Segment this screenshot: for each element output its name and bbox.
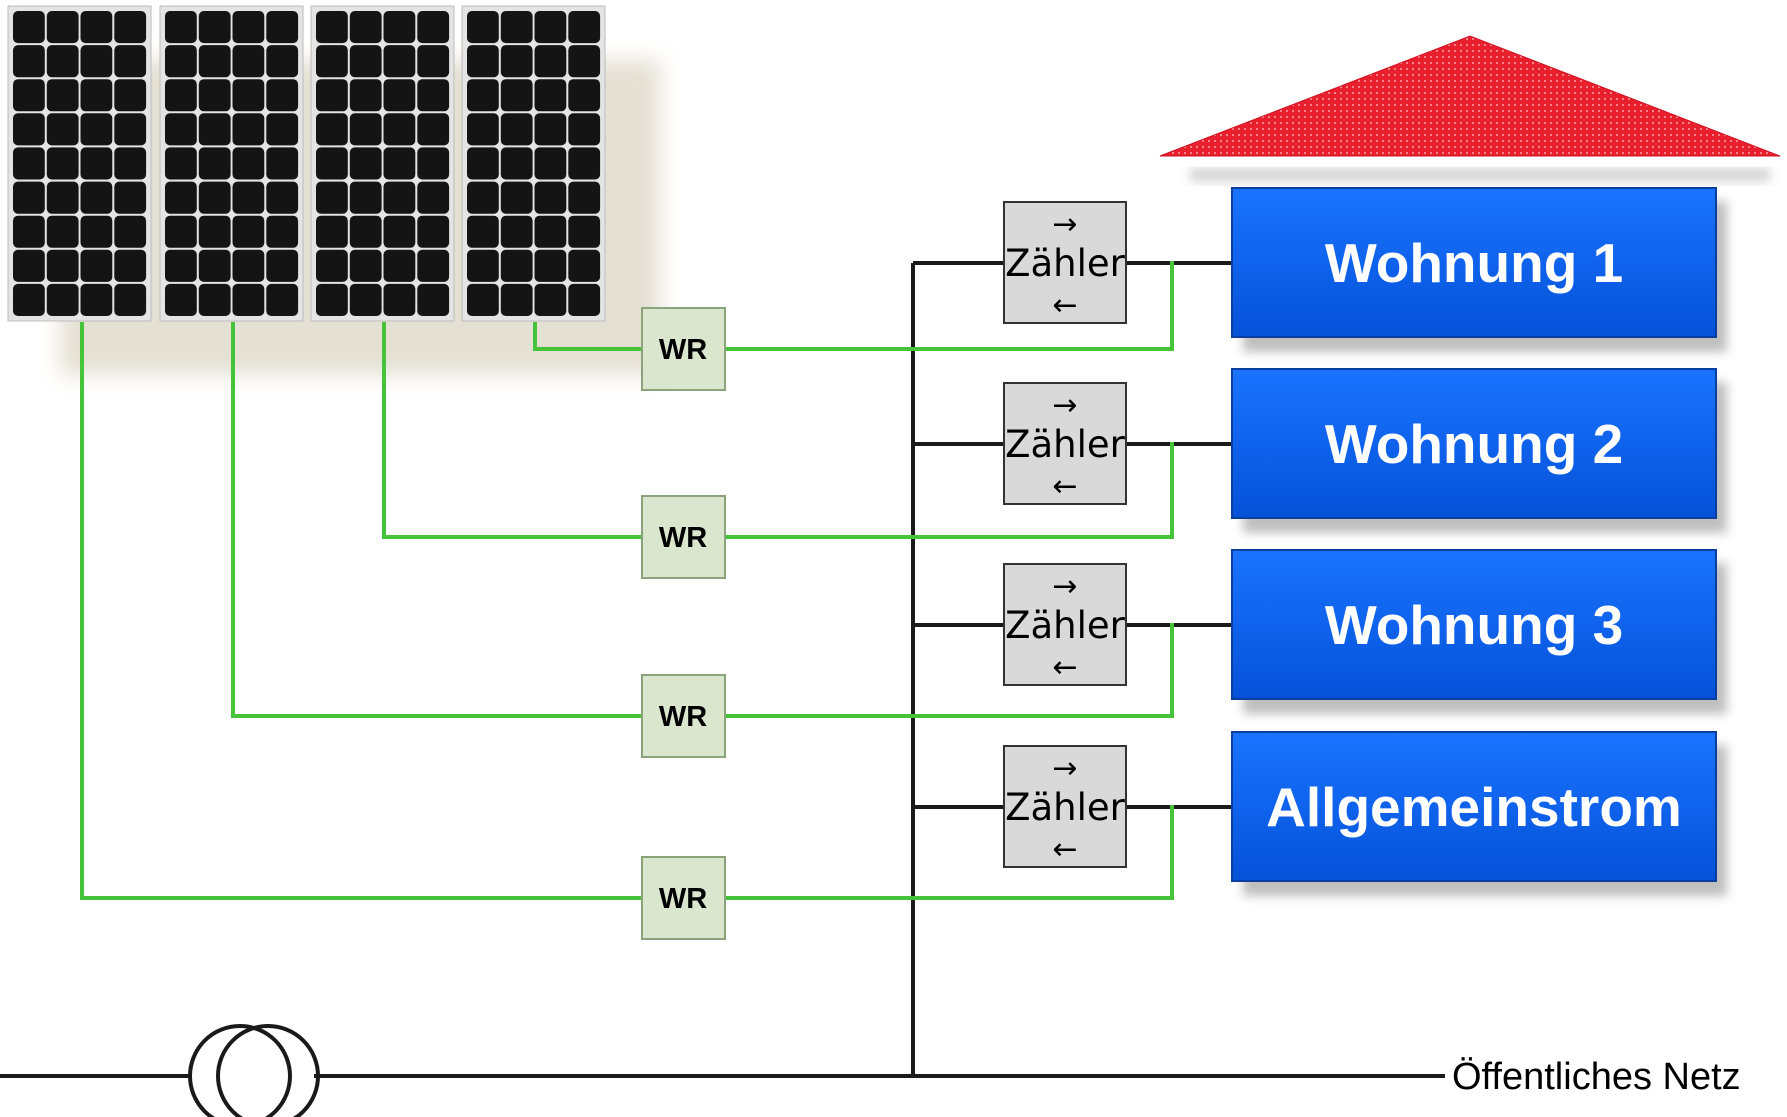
arrow-right-icon: → [1052, 569, 1077, 604]
dc-line-1 [533, 322, 642, 351]
apartment-box: Wohnung 2 [1231, 368, 1727, 533]
arrow-right-icon: → [1052, 207, 1077, 242]
apartment-label: Wohnung 1 [1325, 232, 1623, 294]
dc-line-2 [382, 322, 642, 539]
inverter-label: WR [659, 334, 707, 366]
arrow-left-icon: ← [1052, 288, 1077, 323]
apartment-label: Allgemeinstrom [1266, 776, 1682, 838]
ac-feed-2 [725, 442, 1174, 539]
apartment-label: Wohnung 2 [1325, 413, 1623, 475]
ac-feed-1 [725, 261, 1174, 351]
apartment-group: Wohnung 1 Wohnung 2 Wohnung 3 Allgemeinstro… [1231, 187, 1727, 896]
solar-panel-1 [7, 5, 152, 322]
inverter-group: WR WR WR WR [641, 307, 726, 940]
transformer-icon [188, 1024, 320, 1117]
inverter-label: WR [659, 522, 707, 554]
arrow-right-icon: → [1052, 751, 1077, 786]
meter-label: Zähler [1005, 423, 1126, 466]
meter-label: Zähler [1005, 786, 1126, 829]
solar-panel-3 [310, 5, 455, 322]
meter-box: →Zähler← [1003, 745, 1127, 868]
meter-label: Zähler [1005, 604, 1126, 647]
roof-icon [1159, 35, 1781, 182]
grid-label: Öffentliches Netz [1452, 1056, 1741, 1098]
solar-panel-4 [461, 5, 606, 322]
apartment-box: Allgemeinstrom [1231, 731, 1727, 896]
arrow-left-icon: ← [1052, 469, 1077, 504]
arrow-left-icon: ← [1052, 650, 1077, 685]
meter-group: →Zähler←→Zähler←→Zähler←→Zähler← [1003, 201, 1127, 868]
meter-box: →Zähler← [1003, 201, 1127, 324]
solar-panel-2 [159, 5, 304, 322]
inverter-box: WR [641, 856, 726, 940]
ac-feed-3 [725, 623, 1174, 718]
inverter-label: WR [659, 883, 707, 915]
solar-panel-array [7, 5, 606, 322]
meter-box: →Zähler← [1003, 563, 1127, 686]
arrow-right-icon: → [1052, 388, 1077, 423]
dc-line-3 [231, 322, 642, 718]
inverter-label: WR [659, 701, 707, 733]
inverter-box: WR [641, 674, 726, 758]
wiring [80, 261, 1232, 1076]
public-grid: Öffentliches Netz [0, 1024, 1741, 1117]
apartment-box: Wohnung 3 [1231, 549, 1727, 714]
meter-label: Zähler [1005, 242, 1126, 285]
ac-feed-4 [725, 805, 1174, 900]
meter-box: →Zähler← [1003, 382, 1127, 505]
apartment-box: Wohnung 1 [1231, 187, 1727, 352]
inverter-box: WR [641, 307, 726, 391]
dc-line-4 [80, 322, 642, 900]
inverter-box: WR [641, 495, 726, 579]
arrow-left-icon: ← [1052, 832, 1077, 867]
apartment-label: Wohnung 3 [1325, 594, 1623, 656]
